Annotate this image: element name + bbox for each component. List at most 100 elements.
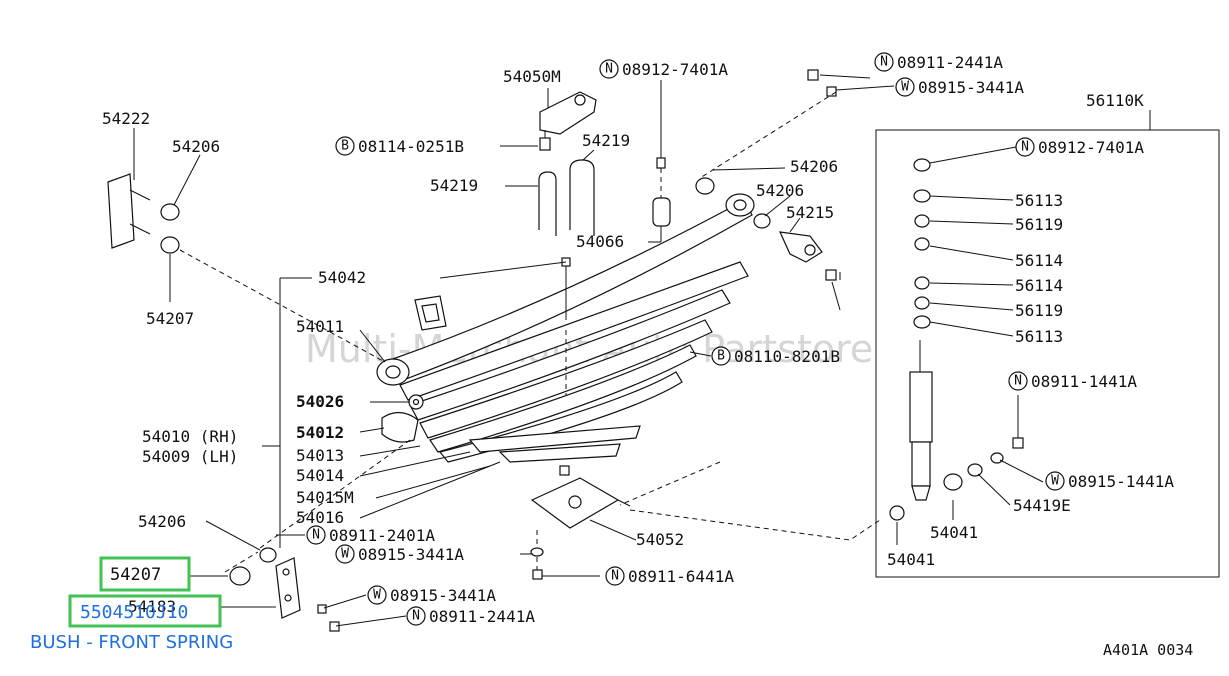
label-54012[interactable]: 54012 xyxy=(296,423,344,442)
label-54206-upper-left[interactable]: 54206 xyxy=(172,137,220,156)
svg-text:W: W xyxy=(341,547,349,562)
callout-washer-08915-3441-mid[interactable]: W 08915-3441A xyxy=(335,544,464,564)
label-56113-a[interactable]: 56113 xyxy=(1015,191,1063,210)
svg-text:N: N xyxy=(312,528,320,543)
label-54222[interactable]: 54222 xyxy=(102,109,150,128)
leader-lines xyxy=(133,74,1044,627)
nut-under-center[interactable] xyxy=(559,465,570,476)
shock-lower-bushes[interactable] xyxy=(889,437,1024,521)
label-54010-rh[interactable]: 54010 (RH) xyxy=(142,427,238,446)
svg-text:08911-2401A: 08911-2401A xyxy=(329,526,435,545)
rebound-bushing[interactable] xyxy=(381,411,419,443)
svg-text:W: W xyxy=(901,80,909,95)
spring-clip[interactable] xyxy=(414,295,447,331)
svg-text:08911-6441A: 08911-6441A xyxy=(628,567,734,586)
svg-text:08915-3441A: 08915-3441A xyxy=(390,586,496,605)
callout-nut-08911-2401[interactable]: N 08911-2401A xyxy=(306,525,435,545)
label-54206-lower[interactable]: 54206 xyxy=(138,512,186,531)
svg-text:B: B xyxy=(341,139,349,154)
bolt-08110[interactable] xyxy=(825,269,841,311)
bush-54207-highlighted[interactable] xyxy=(229,566,251,586)
label-54219-left[interactable]: 54219 xyxy=(430,176,478,195)
svg-text:08912-7401A: 08912-7401A xyxy=(1038,138,1144,157)
label-54009-lh[interactable]: 54009 (LH) xyxy=(142,447,238,466)
svg-text:N: N xyxy=(611,569,619,584)
drawing-code: A401A 0034 xyxy=(1103,641,1193,659)
label-56113-b[interactable]: 56113 xyxy=(1015,327,1063,346)
callout-washer-08915-3441-top[interactable]: W 08915-3441A xyxy=(895,77,1024,97)
u-bolt-left[interactable] xyxy=(538,171,557,236)
bush-54206-right[interactable] xyxy=(695,177,771,229)
callout-washer-08915-3441-low[interactable]: W 08915-3441A xyxy=(367,585,496,605)
callout-nut-08911-2441-top[interactable]: N 08911-2441A xyxy=(874,52,1003,72)
label-54041-b[interactable]: 54041 xyxy=(887,550,935,569)
label-54206-right-a[interactable]: 54206 xyxy=(790,157,838,176)
label-56119-a[interactable]: 56119 xyxy=(1015,215,1063,234)
svg-text:08911-1441A: 08911-1441A xyxy=(1031,372,1137,391)
bush-54207-left[interactable] xyxy=(160,236,180,254)
shackle-54222[interactable] xyxy=(107,173,151,249)
label-56119-b[interactable]: 56119 xyxy=(1015,301,1063,320)
u-bolt-right[interactable] xyxy=(569,159,595,236)
callout-nut-08912-top[interactable]: N 08912-7401A xyxy=(599,59,728,79)
label-54026[interactable]: 54026 xyxy=(296,392,344,411)
callout-bolt-08114[interactable]: B 08114-0251B xyxy=(335,136,464,156)
washer-08915-left[interactable] xyxy=(317,604,327,614)
label-54066[interactable]: 54066 xyxy=(576,232,624,251)
callout-nut-08912-kit[interactable]: N 08912-7401A xyxy=(1015,137,1144,157)
callout-bolt-08110[interactable]: B 08110-8201B xyxy=(711,346,840,366)
shock-absorber[interactable] xyxy=(909,340,933,501)
svg-text:08915-3441A: 08915-3441A xyxy=(918,78,1024,97)
svg-text:08911-2441A: 08911-2441A xyxy=(897,53,1003,72)
label-56114-b[interactable]: 56114 xyxy=(1015,276,1063,295)
label-54042[interactable]: 54042 xyxy=(318,268,366,287)
label-56114-a[interactable]: 56114 xyxy=(1015,251,1063,270)
svg-text:08110-8201B: 08110-8201B xyxy=(734,347,840,366)
spring-seat-bracket[interactable] xyxy=(539,91,597,135)
bush-54206-lower[interactable] xyxy=(259,547,277,563)
label-54014[interactable]: 54014 xyxy=(296,466,344,485)
highlight-part-number[interactable]: 54207 xyxy=(110,565,161,585)
kit-label: 56110K xyxy=(1086,91,1144,110)
label-54183[interactable]: 54183 xyxy=(128,597,176,616)
svg-text:08911-2441A: 08911-2441A xyxy=(429,607,535,626)
bush-54206-left[interactable] xyxy=(160,203,180,221)
callout-nut-08911-1441[interactable]: N 08911-1441A xyxy=(1008,371,1137,391)
nut-08911-6441[interactable] xyxy=(532,569,543,580)
label-54052[interactable]: 54052 xyxy=(636,530,684,549)
callout-washer-08915-1441[interactable]: W 08915-1441A xyxy=(1045,471,1174,491)
spring-plate-54052[interactable] xyxy=(530,477,631,529)
label-54013[interactable]: 54013 xyxy=(296,446,344,465)
highlight-box-oem xyxy=(68,594,222,628)
label-54419e[interactable]: 54419E xyxy=(1013,496,1071,515)
label-54207-left[interactable]: 54207 xyxy=(146,309,194,328)
bolt-08114[interactable] xyxy=(539,130,551,151)
label-54219-right[interactable]: 54219 xyxy=(582,131,630,150)
nut-08911-left[interactable] xyxy=(329,621,340,632)
label-54050m[interactable]: 54050M xyxy=(503,67,561,86)
hanger-bracket-54183[interactable] xyxy=(275,557,301,619)
svg-text:W: W xyxy=(1051,474,1059,489)
label-54016[interactable]: 54016 xyxy=(296,508,344,527)
nut-top-right[interactable] xyxy=(807,69,837,97)
kit-box xyxy=(875,129,1220,578)
svg-text:N: N xyxy=(1014,374,1022,389)
label-54215[interactable]: 54215 xyxy=(786,203,834,222)
leaf-spring[interactable] xyxy=(376,193,755,463)
svg-text:08912-7401A: 08912-7401A xyxy=(622,60,728,79)
label-54206-right-b[interactable]: 54206 xyxy=(756,181,804,200)
shock-washers[interactable] xyxy=(913,158,931,329)
shackle-54215[interactable] xyxy=(779,231,823,263)
svg-text:08915-1441A: 08915-1441A xyxy=(1068,472,1174,491)
callout-nut-08911-6441[interactable]: N 08911-6441A xyxy=(605,566,734,586)
label-54011[interactable]: 54011 xyxy=(296,317,344,336)
highlight-oem-number[interactable]: 5504510J10 xyxy=(80,602,188,623)
label-54041-a[interactable]: 54041 xyxy=(930,523,978,542)
callout-nut-08911-2441-low[interactable]: N 08911-2441A xyxy=(406,606,535,626)
svg-text:B: B xyxy=(717,349,725,364)
washer-08915-lower[interactable] xyxy=(530,547,544,557)
svg-text:W: W xyxy=(373,588,381,603)
label-54015m[interactable]: 54015M xyxy=(296,488,354,507)
bump-stop[interactable] xyxy=(652,157,671,227)
